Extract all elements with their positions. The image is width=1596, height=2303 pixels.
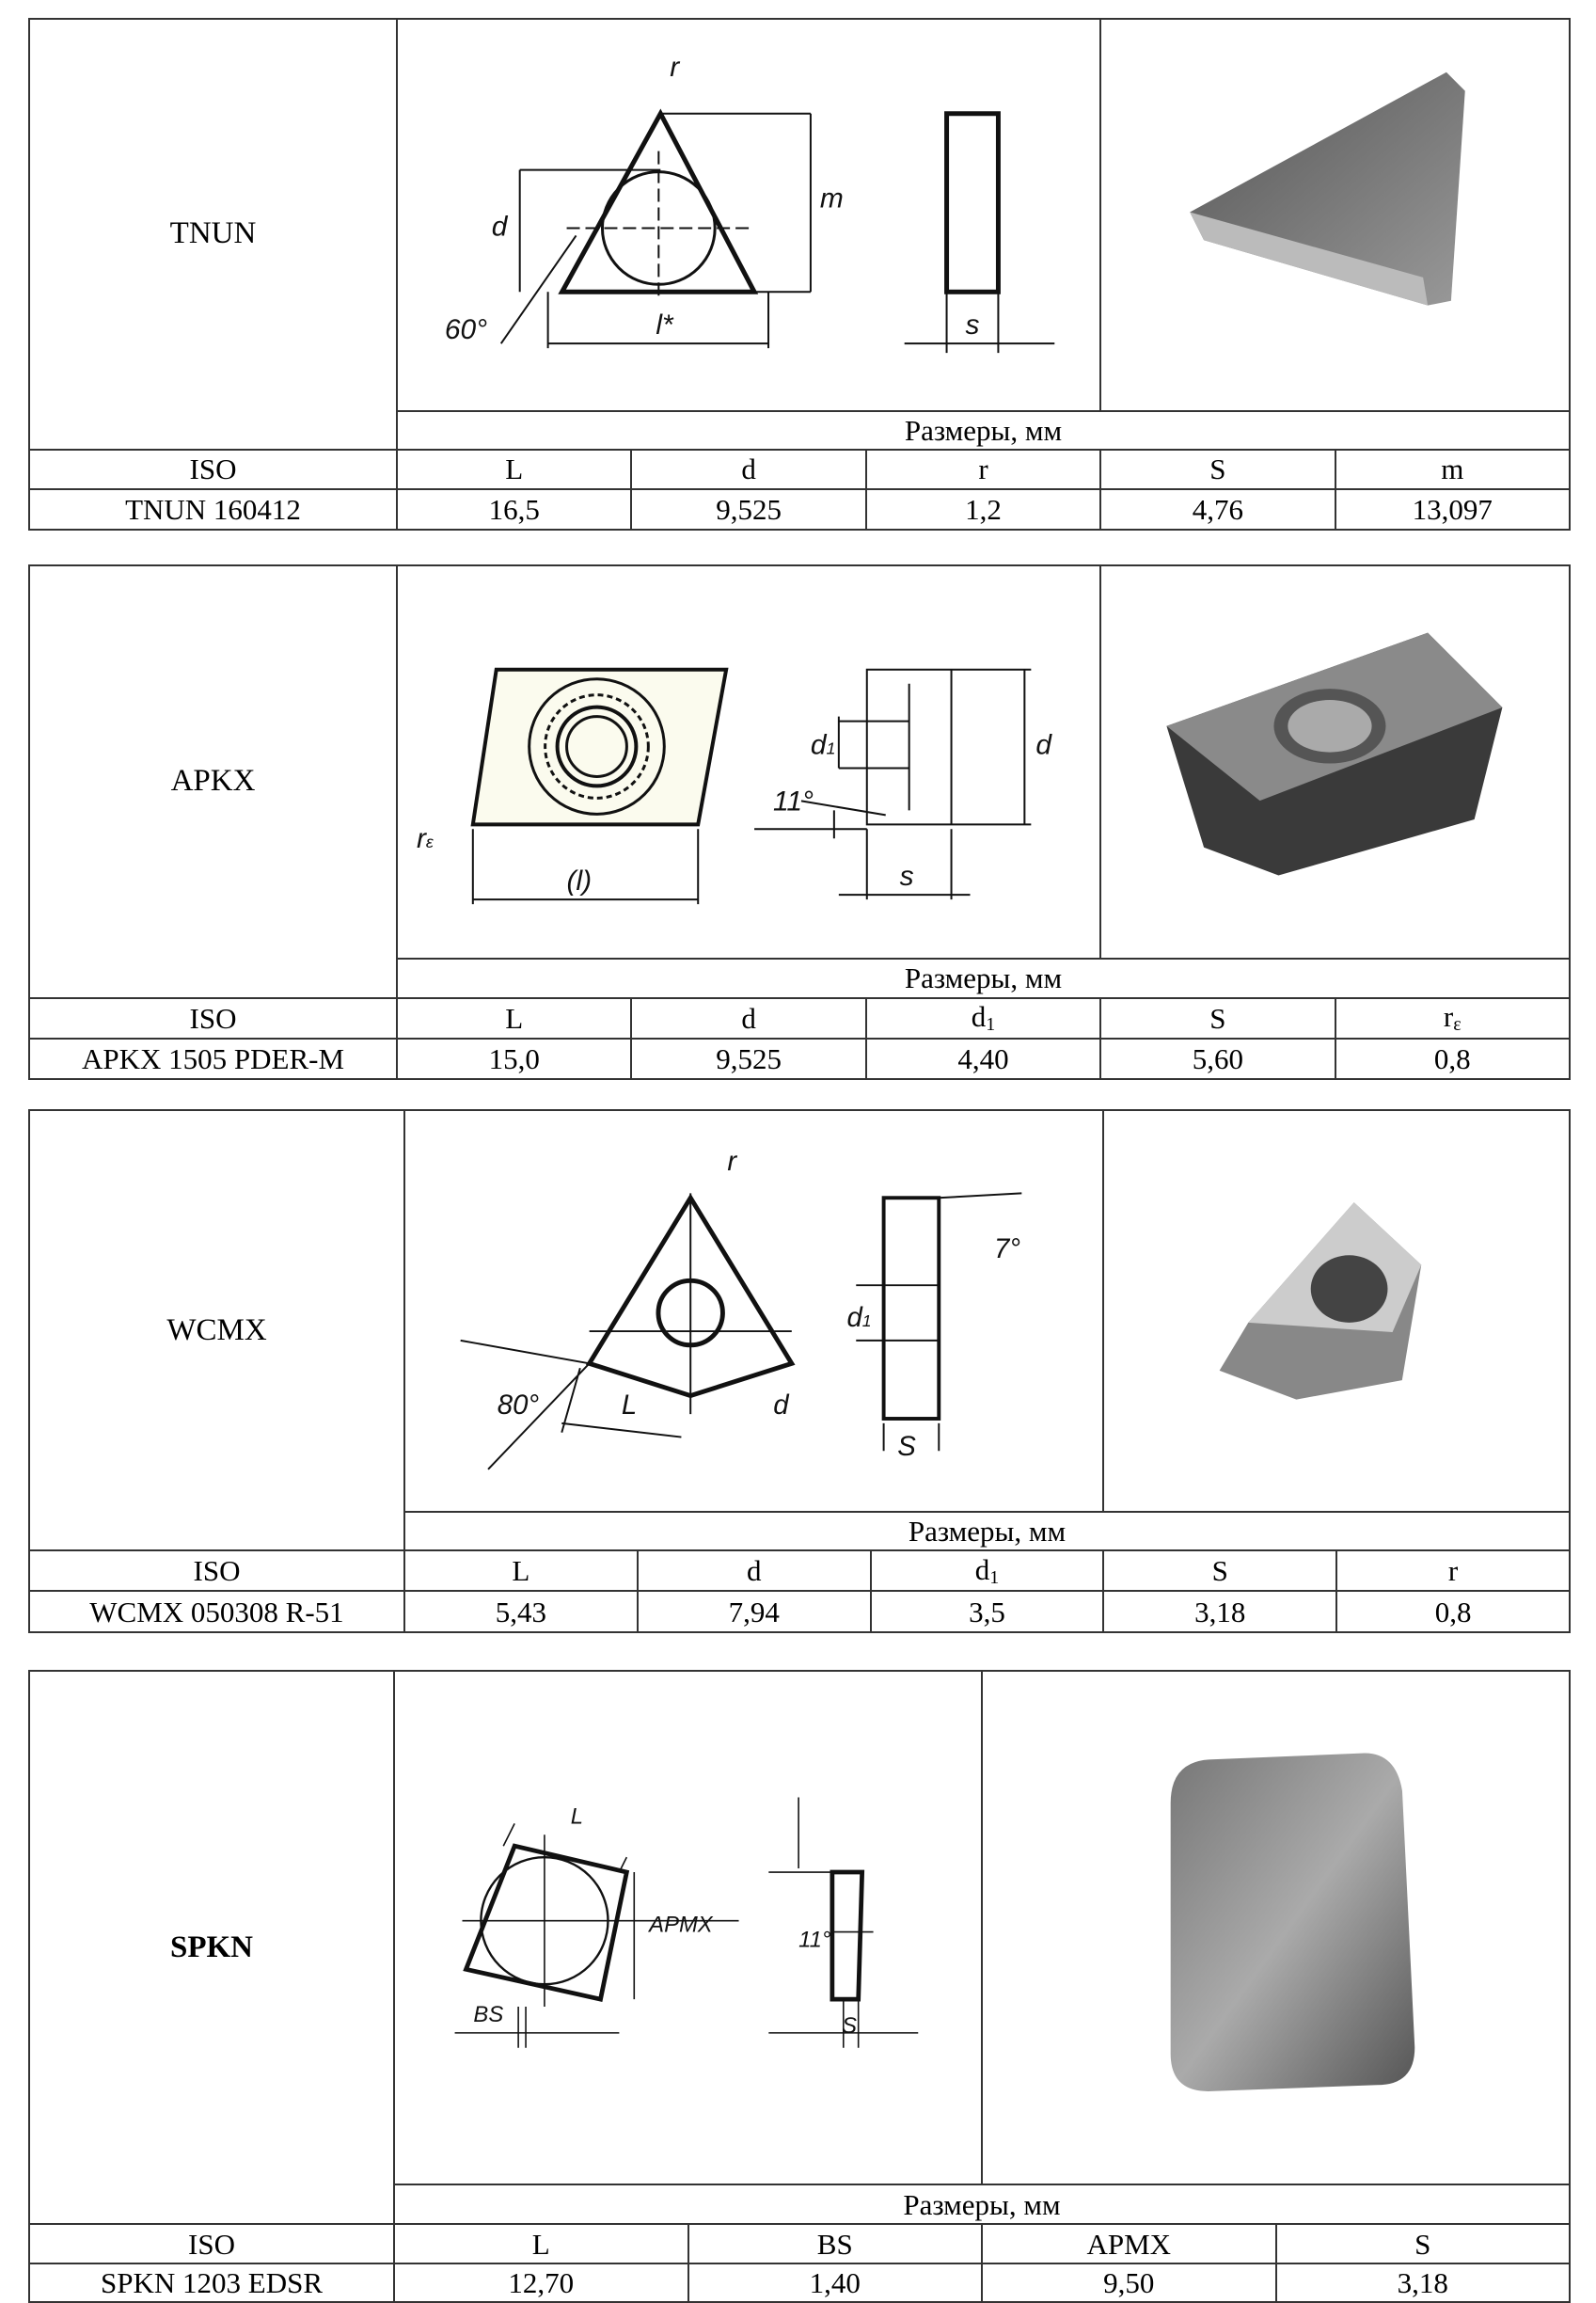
- header-cell: S: [1099, 448, 1336, 490]
- value-cell: 5,43: [403, 1590, 639, 1634]
- insert-block-spkn: SPKN L APMX BS 11° S Размеры, мм ISO L B…: [28, 1669, 1571, 2303]
- insert-block-tnun: TNUN r d m l* 60° s Размеры, мм ISO L d …: [28, 18, 1572, 531]
- insert-photo: [1102, 1108, 1571, 1514]
- label-l: l*: [656, 310, 674, 341]
- label-m: m: [820, 183, 844, 214]
- label-r: rε: [417, 823, 435, 854]
- header-iso: ISO: [28, 2223, 395, 2265]
- header-cell: d: [636, 1549, 872, 1593]
- header-cell: d: [630, 448, 867, 490]
- label-d1: d1: [811, 730, 836, 761]
- header-iso: ISO: [28, 448, 398, 490]
- header-cell: S: [1102, 1549, 1338, 1593]
- header-cell: rε: [1334, 996, 1572, 1040]
- label-d1: d1: [846, 1302, 871, 1333]
- iso-code: WCMX 050308 R-51: [28, 1590, 405, 1634]
- label-angle: 11°: [773, 786, 814, 817]
- technical-drawing: L APMX BS 11° S: [393, 1669, 983, 2186]
- header-iso: ISO: [28, 996, 398, 1040]
- label-angle: 80°: [498, 1390, 540, 1421]
- value-cell: 1,2: [864, 487, 1102, 531]
- value-cell: 9,50: [981, 2263, 1277, 2303]
- dimensions-caption: Размеры, мм: [396, 957, 1571, 999]
- value-cell: 9,525: [630, 1037, 867, 1080]
- label-s: s: [900, 861, 914, 892]
- insert-table: SPKN L APMX BS 11° S Размеры, мм ISO L B…: [28, 1669, 1571, 2303]
- insert-table: APKX rε (l) d1 d 11° s Размеры, мм ISO L…: [28, 564, 1572, 1080]
- label-l: L: [571, 1803, 583, 1829]
- header-cell: L: [395, 448, 633, 490]
- insert-photo: [1099, 564, 1571, 960]
- iso-code: APKX 1505 PDER-M: [28, 1037, 398, 1080]
- label-angle: 60°: [445, 314, 487, 345]
- insert-type-name: SPKN: [28, 1669, 395, 2226]
- insert-block-wcmx: WCMX r L d 80° d1 7° S Размеры, мм ISO L…: [28, 1108, 1571, 1634]
- header-cell: r: [864, 448, 1102, 490]
- iso-code: SPKN 1203 EDSR: [28, 2263, 395, 2303]
- insert-table: WCMX r L d 80° d1 7° S Размеры, мм ISO L…: [28, 1108, 1571, 1634]
- iso-code: TNUN 160412: [28, 487, 398, 531]
- value-cell: 3,18: [1274, 2263, 1571, 2303]
- label-s: S: [842, 2013, 857, 2039]
- value-cell: 3,18: [1102, 1590, 1338, 1634]
- header-cell: BS: [687, 2223, 983, 2265]
- label-angle: 11°: [798, 1927, 830, 1952]
- value-cell: 9,525: [630, 487, 867, 531]
- header-cell: S: [1274, 2223, 1571, 2265]
- label-s: S: [897, 1431, 916, 1462]
- value-cell: 13,097: [1334, 487, 1572, 531]
- insert-photo: [981, 1669, 1571, 2186]
- label-bs: BS: [473, 2002, 503, 2027]
- header-cell: APMX: [981, 2223, 1277, 2265]
- header-cell: d1: [869, 1549, 1105, 1593]
- value-cell: 0,8: [1335, 1590, 1571, 1634]
- value-cell: 15,0: [395, 1037, 633, 1080]
- label-r: r: [727, 1146, 737, 1177]
- header-cell: L: [403, 1549, 639, 1593]
- technical-drawing: r L d 80° d1 7° S: [403, 1108, 1105, 1514]
- insert-table: TNUN r d m l* 60° s Размеры, мм ISO L d …: [28, 18, 1572, 531]
- dimensions-caption: Размеры, мм: [393, 2184, 1571, 2226]
- header-cell: d1: [864, 996, 1102, 1040]
- header-cell: L: [393, 2223, 689, 2265]
- header-cell: S: [1099, 996, 1336, 1040]
- label-r: r: [670, 52, 680, 83]
- insert-type-name: TNUN: [28, 18, 398, 451]
- value-cell: 16,5: [395, 487, 633, 531]
- insert-photo: [1099, 18, 1571, 412]
- label-s: s: [966, 310, 980, 341]
- header-cell: r: [1335, 1549, 1571, 1593]
- label-apmx: APMX: [647, 1913, 714, 1938]
- label-d: d: [773, 1390, 790, 1421]
- value-cell: 12,70: [393, 2263, 689, 2303]
- value-cell: 7,94: [636, 1590, 872, 1634]
- value-cell: 0,8: [1334, 1037, 1572, 1080]
- label-l: L: [622, 1390, 637, 1421]
- header-cell: m: [1334, 448, 1572, 490]
- header-cell: L: [395, 996, 633, 1040]
- insert-type-name: WCMX: [28, 1108, 405, 1552]
- value-cell: 3,5: [869, 1590, 1105, 1634]
- label-angle2: 7°: [994, 1233, 1020, 1264]
- technical-drawing: r d m l* 60° s: [395, 18, 1102, 412]
- dimensions-caption: Размеры, мм: [396, 409, 1571, 451]
- header-cell: d: [630, 996, 867, 1040]
- insert-type-name: APKX: [28, 564, 398, 999]
- header-iso: ISO: [28, 1549, 405, 1593]
- value-cell: 1,40: [687, 2263, 983, 2303]
- value-cell: 4,76: [1099, 487, 1336, 531]
- label-d: d: [1035, 730, 1052, 761]
- value-cell: 5,60: [1099, 1037, 1336, 1080]
- value-cell: 4,40: [864, 1037, 1102, 1080]
- insert-block-apkx: APKX rε (l) d1 d 11° s Размеры, мм ISO L…: [28, 564, 1572, 1080]
- label-d: d: [492, 211, 509, 242]
- label-l: (l): [567, 866, 593, 897]
- technical-drawing: rε (l) d1 d 11° s: [395, 564, 1102, 960]
- dimensions-caption: Размеры, мм: [403, 1511, 1571, 1552]
